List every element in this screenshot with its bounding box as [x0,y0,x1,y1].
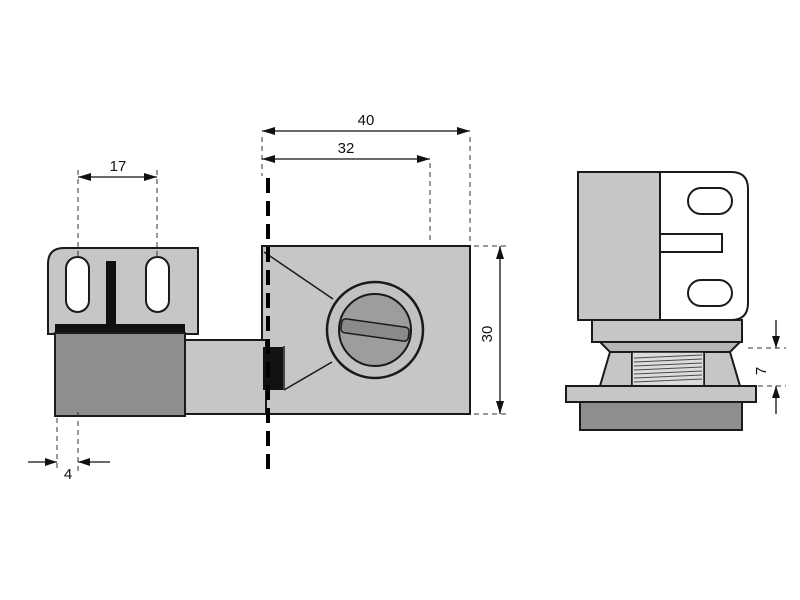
plate-slot-hole-bottom [687,279,733,307]
dimensions: 40 32 17 30 [28,112,786,483]
section-gap [263,347,283,390]
dimension-label-7: 7 [753,367,770,375]
panel-block-front [579,401,743,431]
arrowhead [78,173,91,181]
dimension-label-32: 32 [338,140,355,157]
bracket-slot-hole-right [145,256,170,313]
thread-line [633,358,703,363]
nut-flank-right [703,351,742,387]
arrowhead [417,155,430,163]
dimension-17: 17 [77,158,158,256]
dimension-40: 40 [261,112,471,242]
step-band [591,319,743,343]
thread-line [633,370,703,375]
arrowhead [78,458,90,466]
panel-block [54,332,186,417]
bracket-slot-hole-left [65,256,90,313]
thread-line [633,362,703,367]
section-seal-vertical [106,261,116,328]
connector-arm [182,339,267,415]
thread-line [633,354,703,359]
arrowhead [772,336,780,348]
thread-line [633,374,703,379]
housing-chamfer-line-lower [283,361,333,391]
front-view [565,171,757,431]
front-plate [577,171,661,321]
nut-collar [597,341,743,353]
arrowhead [45,458,57,466]
arrowhead [496,246,504,259]
thread-line [633,366,703,371]
side-section-view [47,178,471,472]
dimension-label-17: 17 [110,158,127,175]
arrowhead [772,386,780,398]
plate-slot-hole-top [687,187,733,215]
dimension-label-4: 4 [64,466,72,483]
section-seal-horizontal [55,324,185,333]
dimension-label-40: 40 [358,112,375,129]
arrowhead [262,155,275,163]
thread-line [633,378,703,383]
dimension-32: 32 [262,140,431,242]
dimension-label-30: 30 [479,326,496,343]
flange-plate [565,385,757,403]
arrowhead [496,401,504,414]
dimension-4: 4 [28,412,110,483]
plate-notch [659,233,723,253]
arrowhead [262,127,275,135]
nut-flank-left [598,351,633,387]
dimension-30: 30 [474,245,510,415]
screw-slot [340,318,410,342]
dimension-7: 7 [748,320,786,414]
screw-slot-group [340,318,410,342]
housing-chamfer-line [263,251,334,300]
arrowhead [144,173,157,181]
arrowhead [457,127,470,135]
